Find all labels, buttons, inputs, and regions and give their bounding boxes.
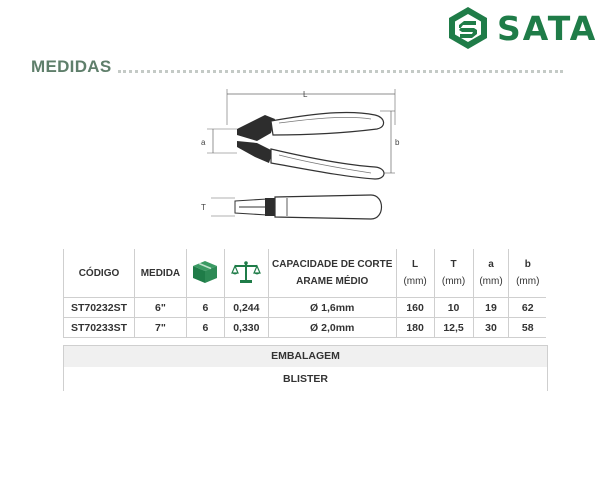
cell-thickness: 10 (434, 297, 474, 318)
dimension-label-l: L (303, 90, 308, 99)
brand-name: SATA (497, 9, 598, 48)
specs-table: CÓDIGO MEDIDA (63, 249, 546, 338)
header-weight (224, 249, 269, 298)
cell-jaw-a: 19 (473, 297, 510, 318)
cell-capacity: Ø 2,0mm (268, 317, 397, 338)
header-height-b: b (mm) (508, 249, 546, 298)
header-length-unit: (mm) (403, 276, 427, 287)
header-thickness: T (mm) (434, 249, 474, 298)
cell-size: 6" (134, 297, 187, 318)
header-capacity-line2: ARAME MÉDIO (296, 276, 369, 287)
cell-capacity: Ø 1,6mm (268, 297, 397, 318)
cell-size: 7" (134, 317, 187, 338)
cell-height-b: 62 (508, 297, 546, 318)
header-thickness-label: T (450, 259, 457, 270)
cell-height-b: 58 (508, 317, 546, 338)
table-row: ST70232ST 6" 6 0,244 Ø 1,6mm 160 10 19 6… (63, 297, 546, 318)
header-size: MEDIDA (134, 249, 187, 298)
cell-thickness: 12,5 (434, 317, 474, 338)
section-divider (118, 70, 563, 73)
header-jaw-a: a (mm) (473, 249, 510, 298)
header-code: CÓDIGO (63, 249, 135, 298)
packaging-label: EMBALAGEM (63, 345, 548, 368)
packaging-value: BLISTER (63, 367, 548, 391)
table-row: ST70233ST 7" 6 0,330 Ø 2,0mm 180 12,5 30… (63, 317, 546, 338)
header-height-b-label: b (524, 259, 531, 270)
header-length-label: L (412, 259, 419, 270)
header-jaw-a-label: a (488, 259, 494, 270)
header-length: L (mm) (396, 249, 435, 298)
table-header-row: CÓDIGO MEDIDA (63, 249, 546, 298)
box-icon (193, 260, 218, 283)
pliers-technical-drawing: L b a T (201, 89, 400, 220)
header-capacity: CAPACIDADE DE CORTE ARAME MÉDIO (268, 249, 397, 298)
header-thickness-unit: (mm) (441, 276, 466, 287)
sata-logo-icon (449, 7, 487, 49)
cell-length: 180 (396, 317, 435, 338)
header-capacity-line1: CAPACIDADE DE CORTE (272, 259, 393, 270)
cell-quantity: 6 (186, 317, 225, 338)
dimension-label-a: a (201, 138, 206, 147)
section-title: MEDIDAS (31, 57, 112, 76)
cell-code: ST70232ST (63, 297, 135, 318)
header-height-b-unit: (mm) (516, 276, 540, 287)
header-quantity (186, 249, 225, 298)
header-jaw-a-unit: (mm) (479, 276, 503, 287)
dimension-label-b: b (395, 138, 400, 147)
cell-length: 160 (396, 297, 435, 318)
cell-code: ST70233ST (63, 317, 135, 338)
cell-quantity: 6 (186, 297, 225, 318)
cell-weight: 0,330 (224, 317, 269, 338)
cell-weight: 0,244 (224, 297, 269, 318)
dimension-label-t: T (201, 203, 206, 212)
scale-icon (231, 260, 262, 283)
cell-jaw-a: 30 (473, 317, 510, 338)
